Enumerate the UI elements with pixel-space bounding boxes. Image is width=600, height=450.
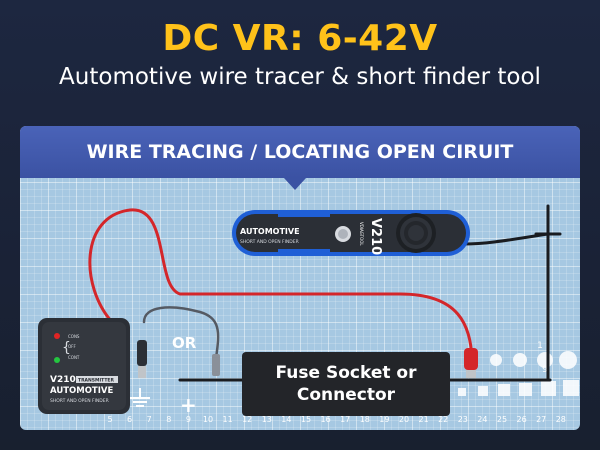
ruler-circle xyxy=(559,351,577,369)
ruler-number: 24 xyxy=(477,415,487,424)
ruler-circle xyxy=(513,353,527,367)
ruler-square xyxy=(541,381,556,396)
ruler-number: 15 xyxy=(301,415,311,424)
fuse-socket-box: Fuse Socket or Connector xyxy=(242,352,450,416)
grey-probe-tip xyxy=(212,354,220,376)
ruler-number: 12 xyxy=(242,415,252,424)
fuse-box-line2: Connector xyxy=(297,385,396,405)
circle-number: 1 xyxy=(537,341,543,351)
ruler-number: 20 xyxy=(399,415,409,424)
transmitter-model: V210 xyxy=(50,375,76,385)
ruler-number: 16 xyxy=(321,415,331,424)
ruler-number: 8 xyxy=(166,415,171,424)
switch-brace: { xyxy=(62,340,71,356)
circle-numbers: 1 3 5 7 9 xyxy=(537,341,548,375)
ruler-number: 23 xyxy=(458,415,468,424)
or-label: OR xyxy=(172,334,197,352)
receiver-cable xyxy=(462,232,550,246)
ruler-number: 14 xyxy=(281,415,291,424)
transmitter-led-red xyxy=(54,333,60,339)
transmitter-device: CONS OFF CONT { V210 TRANSMITTER AUTOMOT… xyxy=(38,318,130,414)
red-wire xyxy=(88,208,474,360)
fuse-box-line1: Fuse Socket or xyxy=(276,363,418,383)
ruler-number: 21 xyxy=(419,415,429,424)
ruler-number: 10 xyxy=(203,415,213,424)
ruler-number: 19 xyxy=(379,415,389,424)
ruler-number: 26 xyxy=(517,415,527,424)
ruler-number: 28 xyxy=(556,415,566,424)
black-alligator-clip xyxy=(137,340,147,378)
ruler-number: 18 xyxy=(360,415,370,424)
receiver-title: AUTOMOTIVE xyxy=(240,227,300,236)
ruler-square xyxy=(498,384,510,396)
transmitter-led-green xyxy=(54,357,60,363)
switch-label: CONS xyxy=(68,334,80,339)
ruler-numbers: 5 6 7 8 9 10 11 12 13 14 15 16 17 18 19 20 21 22 23 24 25 26 2… xyxy=(107,415,565,424)
ruler-number: 9 xyxy=(186,415,191,424)
switch-label: OFF xyxy=(68,344,76,349)
switch-label: CONT xyxy=(68,355,80,360)
receiver-device: AUTOMOTIVE SHORT AND OPEN FINDER VDIAGTO… xyxy=(232,210,470,256)
receiver-subtitle: SHORT AND OPEN FINDER xyxy=(240,239,299,245)
receiver-model: V210 xyxy=(368,218,383,255)
ruler-square xyxy=(478,386,488,396)
ruler-circles xyxy=(490,351,577,369)
diagram-scene: 1 3 5 7 9 567891011121314151617181920212… xyxy=(38,204,579,424)
plus-sign: + xyxy=(180,393,197,417)
ruler-number: 25 xyxy=(497,415,507,424)
ruler-square xyxy=(458,388,466,396)
diagram-panel: WIRE TRACING / LOCATING OPEN CIRUIT 1 3 … xyxy=(20,126,580,430)
ground-icon xyxy=(130,388,150,407)
grey-wire xyxy=(142,306,220,360)
transmitter-subtitle: SHORT AND OPEN FINDER xyxy=(50,398,109,404)
banner-pointer xyxy=(284,178,306,190)
ruler-number: 11 xyxy=(223,415,233,424)
circle-number: 9 xyxy=(542,365,548,375)
ruler-square xyxy=(519,383,532,396)
banner: WIRE TRACING / LOCATING OPEN CIRUIT xyxy=(20,126,580,178)
ruler-circle xyxy=(490,354,502,366)
ruler-square xyxy=(563,380,579,396)
transmitter-title: AUTOMOTIVE xyxy=(50,386,113,396)
subheadline: Automotive wire tracer & short finder to… xyxy=(59,64,541,90)
ruler-number: 7 xyxy=(147,415,152,424)
red-alligator-clip xyxy=(464,348,478,378)
receiver-brand: VDIAGTOOL xyxy=(359,222,364,246)
transmitter-tag: TRANSMITTER xyxy=(78,378,114,384)
ruler-number: 27 xyxy=(536,415,546,424)
ruler-number: 5 xyxy=(107,415,112,424)
ruler-number: 17 xyxy=(340,415,350,424)
ruler-number: 13 xyxy=(262,415,272,424)
headline: DC VR: 6-42V xyxy=(162,18,438,59)
ruler-squares xyxy=(458,380,579,396)
ruler-number: 6 xyxy=(127,415,132,424)
ruler-number: 22 xyxy=(438,415,448,424)
